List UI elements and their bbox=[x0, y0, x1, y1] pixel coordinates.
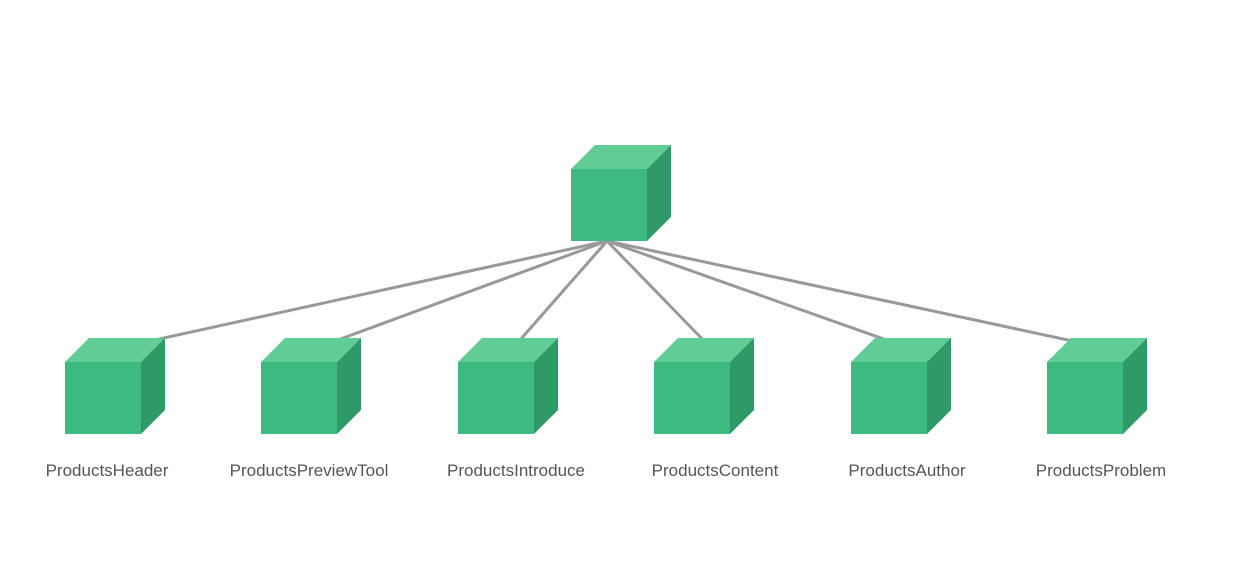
cube-top-face bbox=[1047, 338, 1147, 362]
label-products-introduce: ProductsIntroduce bbox=[447, 461, 585, 480]
cube-side-face bbox=[927, 338, 951, 434]
connector-lines bbox=[116, 239, 1107, 350]
connector-products-preview-tool bbox=[314, 239, 609, 350]
connector-products-header bbox=[116, 239, 609, 350]
cube-top-face bbox=[261, 338, 361, 362]
cube-side-face bbox=[647, 145, 671, 241]
connector-products-problem bbox=[605, 239, 1107, 350]
cube-front-face bbox=[261, 362, 337, 434]
label-products-content: ProductsContent bbox=[652, 461, 779, 480]
cube-front-face bbox=[851, 362, 927, 434]
child-node-products-author: ProductsAuthor bbox=[848, 338, 966, 480]
root-cube-node bbox=[571, 145, 671, 241]
cube-front-face bbox=[654, 362, 730, 434]
child-cube-products-author bbox=[851, 338, 951, 434]
child-nodes: ProductsHeader ProductsPreviewTool Product… bbox=[46, 338, 1166, 480]
connector-products-introduce bbox=[511, 239, 609, 350]
cube-side-face bbox=[730, 338, 754, 434]
cube-top-face bbox=[65, 338, 165, 362]
child-node-products-header: ProductsHeader bbox=[46, 338, 169, 480]
label-products-problem: ProductsProblem bbox=[1036, 461, 1166, 480]
cube-side-face bbox=[534, 338, 558, 434]
child-node-products-introduce: ProductsIntroduce bbox=[447, 338, 585, 480]
connector-products-author bbox=[605, 239, 911, 350]
root-cube bbox=[571, 145, 671, 241]
child-cube-products-introduce bbox=[458, 338, 558, 434]
cube-front-face bbox=[1047, 362, 1123, 434]
cube-front-face bbox=[65, 362, 141, 434]
cube-side-face bbox=[337, 338, 361, 434]
cube-side-face bbox=[141, 338, 165, 434]
child-node-products-preview-tool: ProductsPreviewTool bbox=[230, 338, 389, 480]
connector-products-content bbox=[605, 239, 713, 350]
child-node-products-problem: ProductsProblem bbox=[1036, 338, 1166, 480]
label-products-author: ProductsAuthor bbox=[848, 461, 966, 480]
cube-top-face bbox=[851, 338, 951, 362]
child-cube-products-preview-tool bbox=[261, 338, 361, 434]
label-products-preview-tool: ProductsPreviewTool bbox=[230, 461, 389, 480]
cube-front-face bbox=[571, 169, 647, 241]
child-cube-products-header bbox=[65, 338, 165, 434]
cube-top-face bbox=[654, 338, 754, 362]
cube-side-face bbox=[1123, 338, 1147, 434]
child-node-products-content: ProductsContent bbox=[652, 338, 779, 480]
child-cube-products-content bbox=[654, 338, 754, 434]
label-products-header: ProductsHeader bbox=[46, 461, 169, 480]
child-cube-products-problem bbox=[1047, 338, 1147, 434]
cube-top-face bbox=[571, 145, 671, 169]
cube-front-face bbox=[458, 362, 534, 434]
cube-top-face bbox=[458, 338, 558, 362]
